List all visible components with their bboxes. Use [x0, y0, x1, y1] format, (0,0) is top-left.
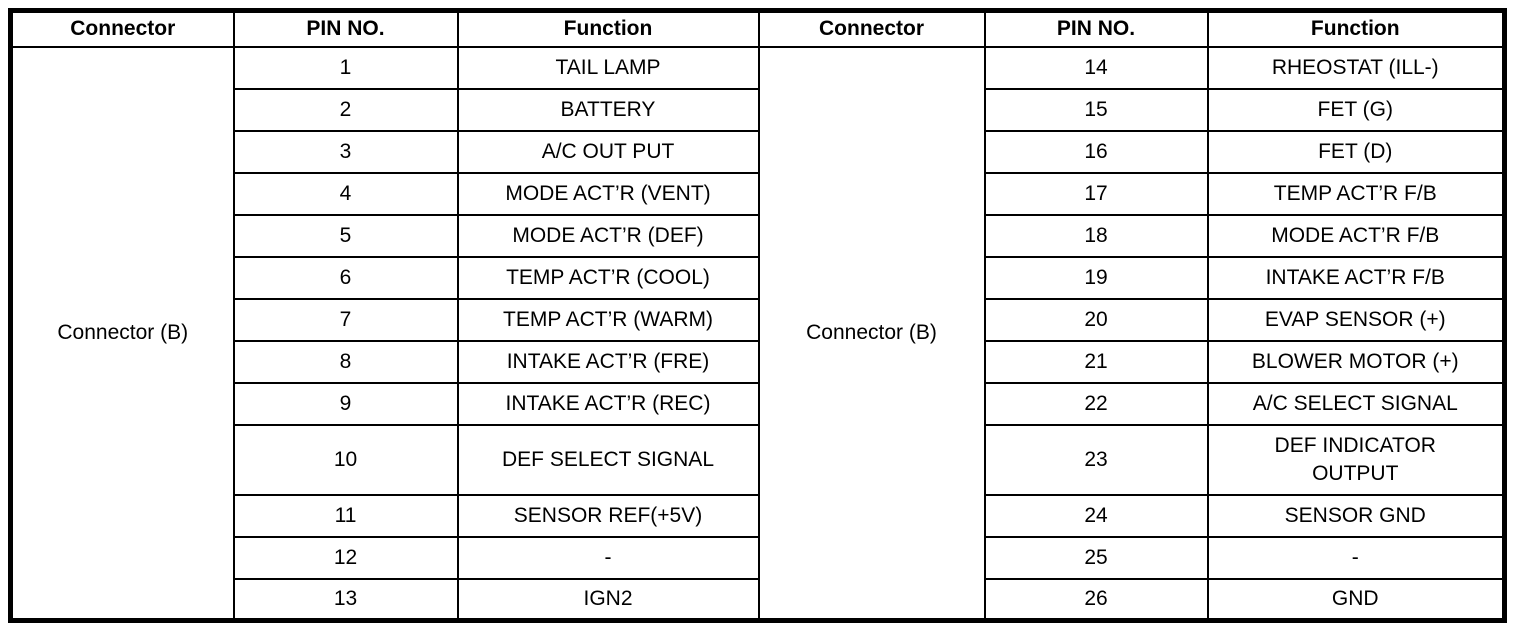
pin-assignment-table: Connector PIN NO. Function Connector PIN…: [8, 8, 1507, 623]
pin-cell: 10: [232, 423, 459, 496]
function-cell: INTAKE ACT’R (FRE): [456, 339, 760, 384]
pin-cell: 13: [232, 577, 459, 622]
pin-cell: 14: [983, 45, 1209, 90]
function-cell: TEMP ACT’R F/B: [1206, 171, 1506, 216]
function-cell: A/C SELECT SIGNAL: [1206, 381, 1506, 426]
function-cell: -: [456, 535, 760, 580]
pin-cell: 9: [232, 381, 459, 426]
function-cell: MODE ACT’R F/B: [1206, 213, 1506, 258]
function-cell: EVAP SENSOR (+): [1206, 297, 1506, 342]
pin-cell: 11: [232, 493, 459, 538]
function-cell: SENSOR GND: [1206, 493, 1506, 538]
function-cell: MODE ACT’R (VENT): [456, 171, 760, 216]
pin-cell: 24: [983, 493, 1209, 538]
header-row: Connector PIN NO. Function Connector PIN…: [9, 9, 1506, 48]
function-cell: IGN2: [456, 577, 760, 622]
function-cell: BATTERY: [456, 87, 760, 132]
table-row: 12-25-: [11, 535, 1506, 580]
pin-cell: 8: [232, 339, 459, 384]
pin-cell: 17: [983, 171, 1209, 216]
pin-cell: 12: [232, 535, 459, 580]
pin-cell: 6: [232, 255, 459, 300]
header-connector-left: Connector: [9, 9, 235, 48]
pin-cell: 3: [232, 129, 459, 174]
function-cell: FET (G): [1206, 87, 1506, 132]
pin-cell: 20: [983, 297, 1209, 342]
pin-cell: 5: [232, 213, 459, 258]
pin-cell: 22: [983, 381, 1209, 426]
function-cell: INTAKE ACT’R F/B: [1206, 255, 1506, 300]
pin-cell: 26: [983, 577, 1209, 622]
function-cell: TEMP ACT’R (COOL): [456, 255, 760, 300]
function-cell: GND: [1206, 577, 1506, 622]
function-cell: DEF SELECT SIGNAL: [456, 423, 760, 496]
function-cell: FET (D): [1206, 129, 1506, 174]
function-cell: TEMP ACT’R (WARM): [456, 297, 760, 342]
pin-cell: 7: [232, 297, 459, 342]
function-cell: MODE ACT’R (DEF): [456, 213, 760, 258]
pin-cell: 2: [232, 87, 459, 132]
header-function-right: Function: [1206, 9, 1506, 48]
pin-cell: 19: [983, 255, 1209, 300]
function-cell: RHEOSTAT (ILL-): [1206, 45, 1506, 90]
pin-cell: 16: [983, 129, 1209, 174]
function-cell: SENSOR REF(+5V): [456, 493, 760, 538]
header-function-left: Function: [456, 9, 760, 48]
connector-cell-right: Connector (B): [757, 45, 986, 622]
pin-cell: 4: [232, 171, 459, 216]
header-connector-right: Connector: [757, 9, 986, 48]
pin-cell: 25: [983, 535, 1209, 580]
function-cell: TAIL LAMP: [456, 45, 760, 90]
function-cell: BLOWER MOTOR (+): [1206, 339, 1506, 384]
pin-cell: 1: [232, 45, 459, 90]
pin-cell: 18: [983, 213, 1209, 258]
function-cell: INTAKE ACT’R (REC): [456, 381, 760, 426]
pin-cell: 21: [983, 339, 1209, 384]
connector-cell-left: Connector (B): [9, 45, 235, 622]
function-cell: A/C OUT PUT: [456, 129, 760, 174]
table-header: Connector PIN NO. Function Connector PIN…: [9, 9, 1506, 48]
header-pin-no-right: PIN NO.: [983, 9, 1209, 48]
function-cell: DEF INDICATOR OUTPUT: [1206, 423, 1506, 496]
header-pin-no-left: PIN NO.: [232, 9, 459, 48]
pin-cell: 23: [983, 423, 1209, 496]
function-cell: -: [1206, 535, 1506, 580]
pin-cell: 15: [983, 87, 1209, 132]
